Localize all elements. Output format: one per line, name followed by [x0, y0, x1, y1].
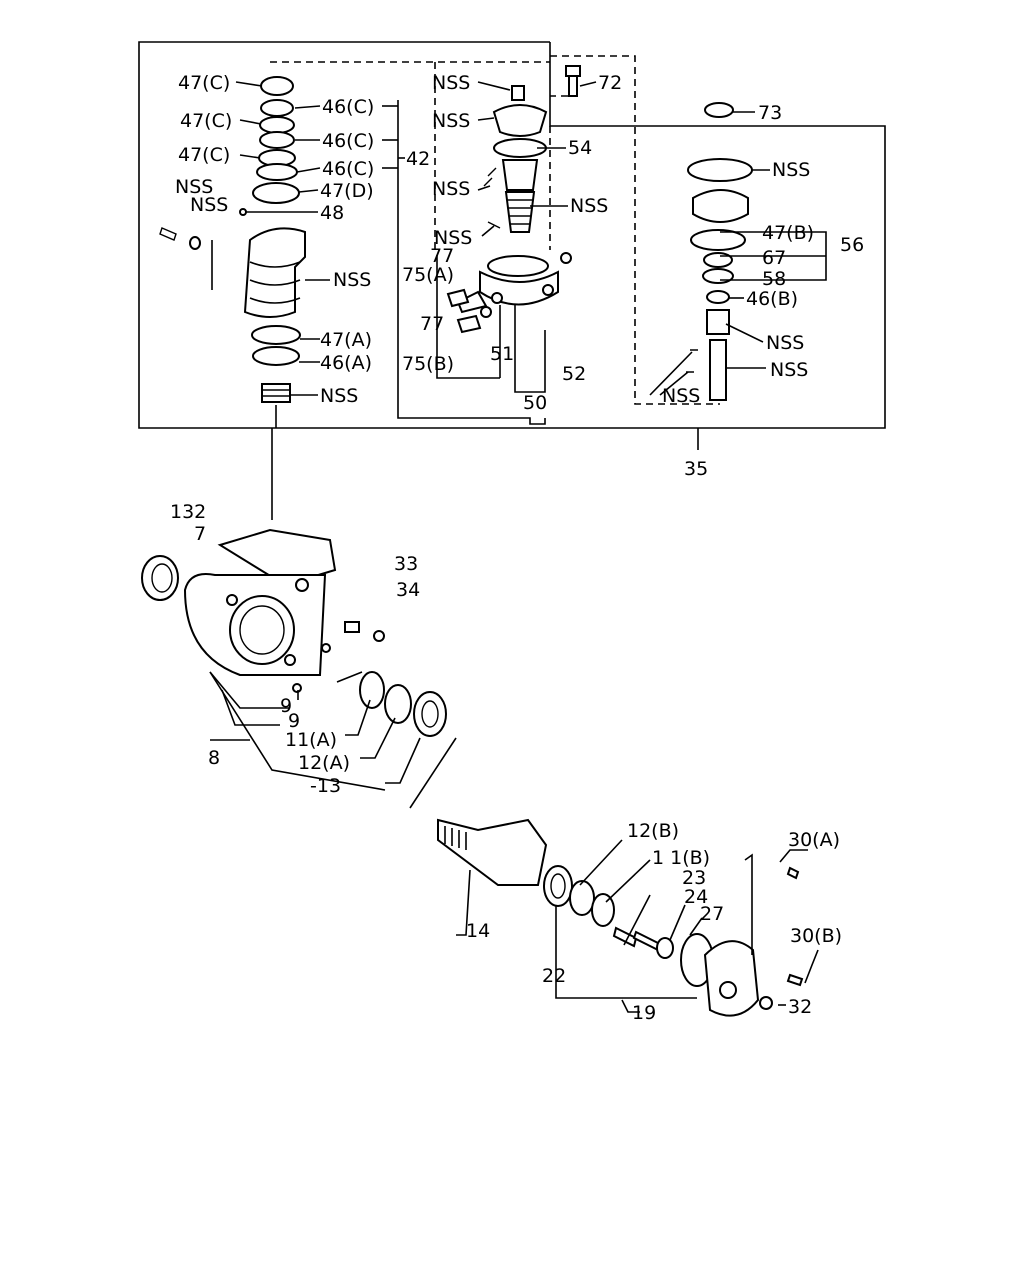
label-73: 73 — [758, 102, 782, 124]
label-9-2: 9 — [288, 710, 300, 732]
label-nss-left-2: NSS — [190, 194, 228, 216]
label-19: 19 — [632, 1002, 656, 1024]
label-75a: 75(A) — [402, 264, 454, 286]
label-67: 67 — [762, 247, 786, 269]
valve-body-housing — [243, 227, 306, 520]
label-27: 27 — [700, 903, 724, 925]
label-42: 42 — [406, 148, 430, 170]
label-nss-center-1: NSS — [432, 72, 470, 94]
label-47c-3: 47(C) — [178, 144, 230, 166]
label-8: 8 — [208, 747, 220, 769]
label-30b: 30(B) — [790, 925, 842, 947]
label-52: 52 — [562, 363, 586, 385]
label-9-1: 9 — [280, 695, 292, 717]
label-12a: 12(A) — [298, 752, 350, 774]
label-nss-center-2: NSS — [432, 110, 470, 132]
end-cover-27 — [680, 866, 804, 1017]
label-nss-center-3: NSS — [432, 178, 470, 200]
rings-11a-12a-13 — [359, 671, 447, 737]
label-34: 34 — [396, 579, 420, 601]
bolt-23-washer-24 — [612, 926, 674, 959]
label-56: 56 — [840, 234, 864, 256]
screw-left — [159, 227, 213, 290]
label-nss-center-4: NSS — [570, 195, 608, 217]
label-47c-1: 47(C) — [178, 72, 230, 94]
label-47b: 47(B) — [762, 222, 814, 244]
label-11b: 1 1(B) — [652, 847, 710, 869]
label-22: 22 — [542, 965, 566, 987]
label-46c-2: 46(C) — [322, 130, 374, 152]
label-132: 132 — [170, 501, 206, 523]
label-47d: 47(D) — [320, 180, 374, 202]
seal-132 — [141, 555, 179, 601]
label-47a: 47(A) — [320, 329, 372, 351]
label-11a: 11(A) — [285, 729, 337, 751]
label-12b: 12(B) — [627, 820, 679, 842]
label-23: 23 — [682, 867, 706, 889]
label-14: 14 — [466, 920, 490, 942]
label-nss-right-4: NSS — [662, 385, 700, 407]
label-35: 35 — [684, 458, 708, 480]
label-51: 51 — [490, 343, 514, 365]
label-32: 32 — [788, 996, 812, 1018]
label-46a: 46(A) — [320, 352, 372, 374]
label-46b: 46(B) — [746, 288, 798, 310]
bolt-72 — [565, 65, 581, 97]
label-nss-spring: NSS — [320, 385, 358, 407]
label-nss-left-1: NSS — [175, 176, 213, 198]
label-75b: 75(B) — [402, 353, 454, 375]
label-33: 33 — [394, 553, 418, 575]
label-54: 54 — [568, 137, 592, 159]
gear-housing — [183, 528, 337, 676]
label-72: 72 — [598, 72, 622, 94]
label-30a: 30(A) — [788, 829, 840, 851]
fittings-75 — [446, 288, 492, 334]
label-nss-center-5: NSS — [434, 227, 472, 249]
collar-50 — [456, 252, 572, 314]
fittings-33-34 — [344, 621, 385, 642]
label-nss-right-2: NSS — [766, 332, 804, 354]
label-77-1: 77 — [430, 245, 454, 267]
label-13: -13 — [310, 775, 341, 797]
center-spool-assembly — [483, 85, 548, 233]
right-valve-assembly — [686, 102, 753, 401]
label-46c-1: 46(C) — [322, 96, 374, 118]
bearing-22-rings — [543, 865, 615, 927]
shaft-14 — [437, 818, 548, 886]
label-nss-right-3: NSS — [770, 359, 808, 381]
label-nss-right-1: NSS — [772, 159, 810, 181]
label-7: 7 — [194, 523, 206, 545]
label-77-2: 77 — [420, 313, 444, 335]
label-46c-3: 46(C) — [322, 158, 374, 180]
label-58: 58 — [762, 268, 786, 290]
label-48: 48 — [320, 202, 344, 224]
label-24: 24 — [684, 886, 708, 908]
label-50: 50 — [523, 392, 547, 414]
label-nss-body: NSS — [333, 269, 371, 291]
label-47c-2: 47(C) — [180, 110, 232, 132]
ring-stack-left — [239, 76, 300, 216]
